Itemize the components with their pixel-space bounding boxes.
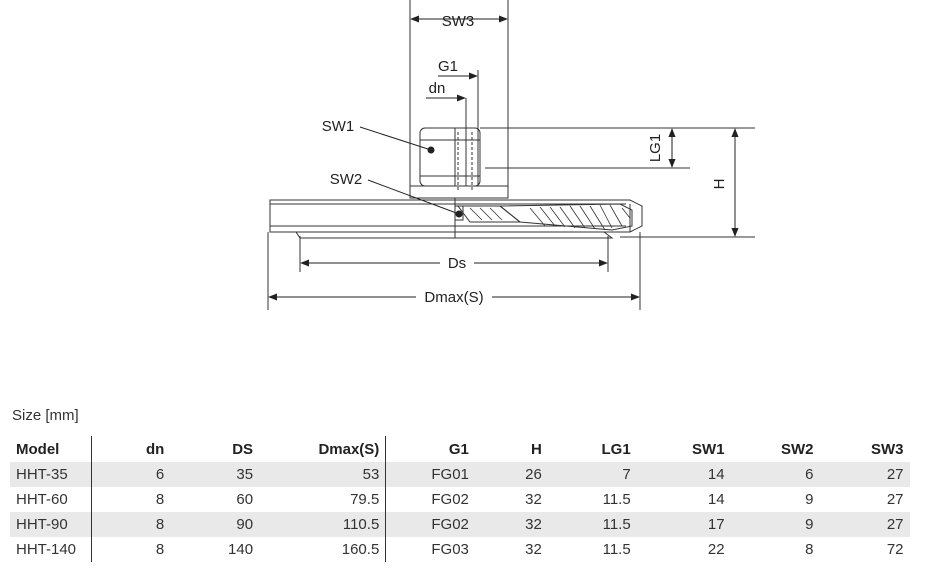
table-cell: 22 [707,541,725,558]
leader-lines [359,126,463,218]
ds-label: Ds [448,255,466,272]
dn-label: dn [429,80,446,97]
table-row: HHT-140 8 140 160.5 FG03 32 11.5 22 8 72 [10,537,910,562]
table-cell: 9 [730,512,820,537]
column-header: Model [10,436,92,462]
table-cell: 14 [707,491,725,508]
sw1-leader-dot [427,146,435,154]
table-cell: HHT-140 [16,541,77,558]
table-cell: HHT-60 [16,491,68,508]
table-cell: 11.5 [602,541,631,558]
column-header: SW3 [819,436,910,462]
table-cell: 140 [228,541,254,558]
table-cell: 7 [547,462,637,487]
column-header: SW2 [730,436,820,462]
table-cell: 11.5 [602,491,631,508]
sw3-label: SW3 [442,13,475,30]
table-cell: 110.5 [259,512,386,537]
g1-label: G1 [438,58,458,75]
table-cell: 8 [90,487,171,512]
sw2-label: SW2 [330,171,363,188]
table-cell: 32 [474,512,548,537]
table-cell: 8 [805,541,814,558]
table-cell: 11.5 [547,512,637,537]
table-cell: 27 [819,462,910,487]
extension-lines [267,0,755,310]
table-cell: 26 [474,462,548,487]
column-header: Dmax(S) [259,436,386,462]
dmax-label: Dmax(S) [424,289,483,306]
table-cell: 8 [90,512,171,537]
table-row: HHT-35 6 35 53 FG01 26 7 14 6 27 [10,462,910,487]
table-cell: HHT-35 [10,462,92,487]
h-label: H [711,179,728,190]
table-cell: 6 [730,462,820,487]
column-header: DS [170,436,260,462]
table-cell: FG02 [385,512,475,537]
table-cell: 160.5 [341,541,380,558]
sw1-label: SW1 [322,118,355,135]
column-header: LG1 [547,436,637,462]
column-header: SW1 [636,436,731,462]
table-cell: 72 [886,541,904,558]
table-row: HHT-90 8 90 110.5 FG02 32 11.5 17 9 27 [10,512,910,537]
table-cell: 27 [819,512,910,537]
technical-drawing: SW3 G1 dn SW1 SW2 LG1 H Ds Dmax(S) [267,0,755,310]
dimensions-table: Model dn DS Dmax(S) G1 H LG1 SW1 SW2 SW3… [10,436,910,562]
table-cell: 35 [170,462,260,487]
suction-cup-body [269,127,643,239]
table-cell: 17 [636,512,731,537]
size-caption: Size [mm] [12,407,79,424]
table-row: HHT-60 8 60 79.5 FG02 32 11.5 14 9 27 [10,487,910,512]
sw2-leader-dot [455,210,463,218]
column-header: G1 [385,436,475,462]
section-hatching [469,204,631,231]
table-cell: 60 [236,491,254,508]
table-cell: 8 [90,537,171,562]
lg1-label: LG1 [647,134,664,162]
column-header: H [474,436,548,462]
table-cell: 79.5 [350,491,380,508]
table-cell: 9 [805,491,814,508]
table-cell: 6 [90,462,171,487]
table-cell: 27 [886,491,904,508]
table-cell: 32 [525,541,542,558]
table-cell: FG01 [385,462,475,487]
table-cell: 53 [259,462,386,487]
table-cell: 14 [636,462,731,487]
table-cell: 90 [170,512,260,537]
table-cell: FG02 [385,487,475,512]
column-header: dn [90,436,171,462]
table-cell: 32 [525,491,542,508]
dimension-lines [268,15,739,301]
table-cell: HHT-90 [10,512,92,537]
table-cell: FG03 [385,537,475,562]
table-header-row: Model dn DS Dmax(S) G1 H LG1 SW1 SW2 SW3 [10,436,910,462]
